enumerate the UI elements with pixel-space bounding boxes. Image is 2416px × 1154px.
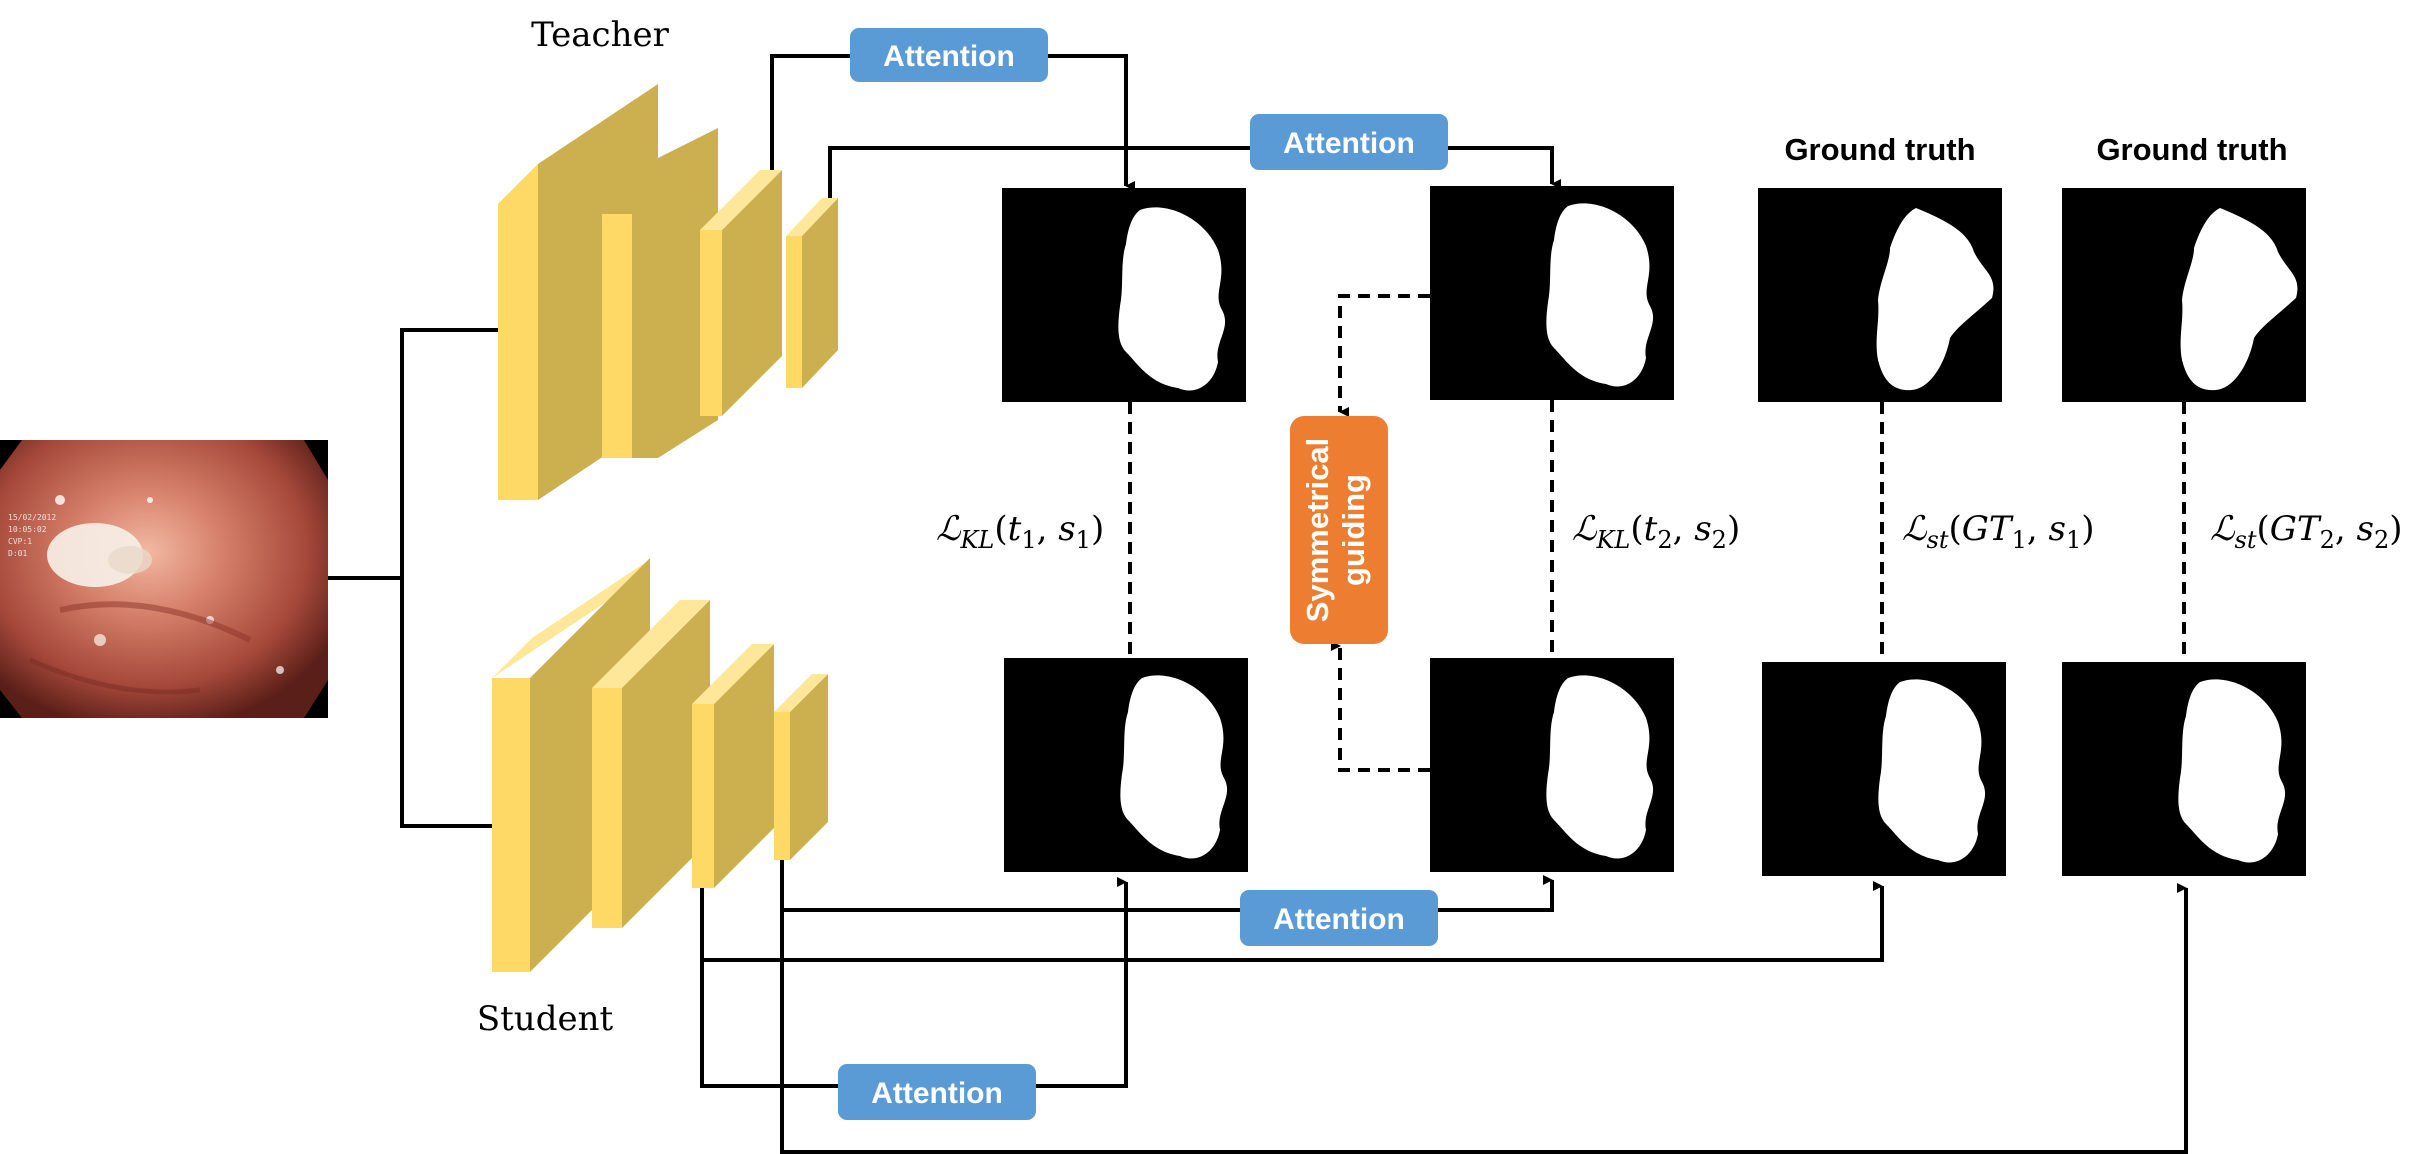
attention-label-2: Attention [1283, 127, 1415, 160]
mask-bottom-s1 [1004, 658, 1248, 872]
mask-top-gt2 [2062, 188, 2306, 402]
mask-top-t1 [1002, 188, 1246, 402]
svg-text:ℒKL(t1, s1): ℒKL(t1, s1) [936, 509, 1104, 554]
student-block-3 [692, 644, 774, 888]
loss-kl-1: ℒKL(t1, s1) [936, 509, 1104, 554]
svg-text:ℒst(GT2, s2): ℒst(GT2, s2) [2210, 509, 2402, 554]
student-block-4 [774, 674, 828, 860]
input-connector [328, 328, 503, 828]
teacher-block-2 [602, 128, 718, 458]
dashed-loss-links [1128, 400, 2186, 662]
attention-label-3: Attention [1273, 903, 1405, 936]
symmetrical-guiding-box: Symmetrical guiding [1290, 416, 1388, 644]
guiding-label: guiding [1336, 474, 1371, 586]
mask-bottom-s2-gt [2062, 662, 2306, 876]
svg-text:ℒst(GT1, s1): ℒst(GT1, s1) [1902, 509, 2094, 554]
symmetrical-label: Symmetrical [1300, 438, 1335, 622]
student-block-2 [592, 600, 710, 928]
teacher-label: Teacher [531, 15, 669, 55]
teacher-block-4 [786, 198, 838, 388]
mask-bottom-s1-gt [1762, 662, 2006, 876]
attention-label-1: Attention [883, 40, 1015, 73]
loss-st-2: ℒst(GT2, s2) [2210, 509, 2402, 554]
student-label: Student [477, 999, 614, 1039]
guiding-dashed-links [1331, 294, 1430, 772]
svg-text:15/02/2012: 15/02/2012 [8, 513, 56, 522]
mask-top-t2 [1430, 186, 1674, 400]
svg-text:10:05:02: 10:05:02 [8, 525, 47, 534]
ground-truth-label-2: Ground truth [2096, 132, 2287, 167]
attention-box-2: Attention [1250, 114, 1448, 170]
attention-box-3: Attention [1240, 890, 1438, 946]
attention-label-4: Attention [871, 1077, 1003, 1110]
loss-st-1: ℒst(GT1, s1) [1902, 509, 2094, 554]
attention-box-4: Attention [838, 1064, 1036, 1120]
svg-text:ℒKL(t2, s2): ℒKL(t2, s2) [1572, 509, 1740, 554]
teacher-block-3 [700, 170, 782, 416]
teacher-encoder [498, 84, 838, 500]
svg-text:CVP:1: CVP:1 [8, 537, 32, 546]
student-encoder [492, 558, 828, 972]
mask-bottom-s2 [1430, 658, 1674, 872]
mask-top-gt1 [1758, 188, 2002, 402]
student-connectors [700, 860, 2188, 1154]
loss-kl-2: ℒKL(t2, s2) [1572, 509, 1740, 554]
ground-truth-label-1: Ground truth [1784, 132, 1975, 167]
svg-text:D:01: D:01 [8, 549, 27, 558]
input-endoscopy-image: 15/02/2012 10:05:02 CVP:1 D:01 [0, 440, 328, 718]
attention-box-1: Attention [850, 28, 1048, 82]
